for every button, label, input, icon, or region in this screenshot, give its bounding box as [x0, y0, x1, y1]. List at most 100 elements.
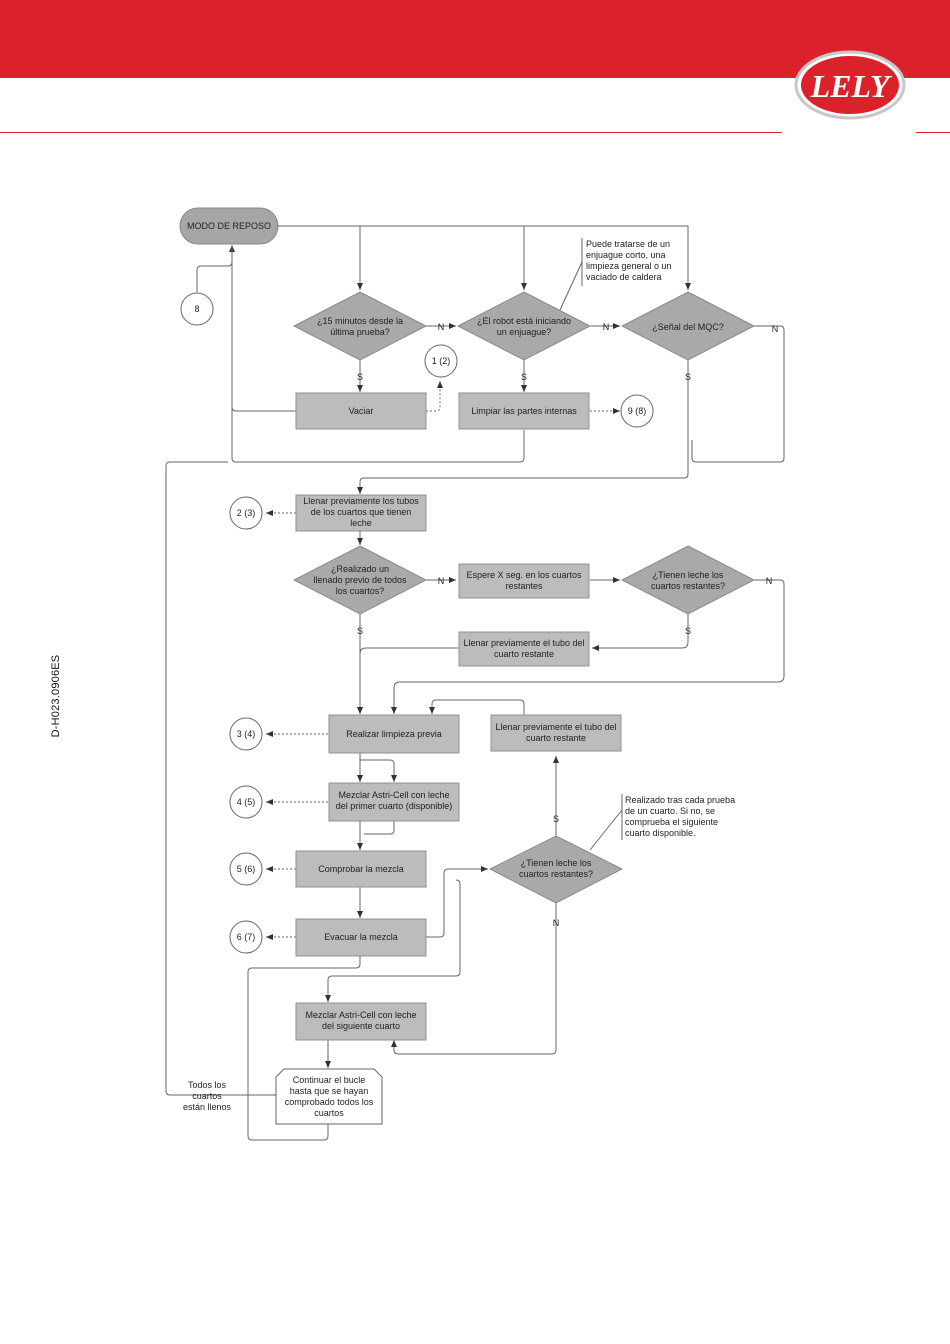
label-s-d5: S: [685, 626, 691, 636]
svg-text:cuartos restantes?: cuartos restantes?: [519, 869, 593, 879]
svg-text:de un cuarto. Si no, se: de un cuarto. Si no, se: [625, 806, 715, 816]
svg-text:Mezclar Astri-Cell con leche: Mezclar Astri-Cell con leche: [305, 1010, 416, 1020]
label-n-d4: N: [438, 576, 445, 586]
process-vaciar: Vaciar: [295, 392, 427, 430]
flow-lines: [165, 225, 785, 1141]
process-continuar-bucle: Continuar el bucle hasta que se hayan co…: [275, 1068, 383, 1125]
note-prueba: Realizado tras cada prueba de un cuarto.…: [621, 794, 735, 840]
svg-text:Continuar el bucle: Continuar el bucle: [293, 1075, 366, 1085]
lely-logo: LELY: [794, 50, 906, 120]
connector-1-2: 1 (2): [424, 344, 458, 378]
header-divider: [0, 132, 782, 133]
svg-text:Evacuar la mezcla: Evacuar la mezcla: [324, 932, 398, 942]
connector-3-4: 3 (4): [229, 717, 263, 751]
svg-text:comprobado todos los: comprobado todos los: [285, 1097, 374, 1107]
svg-text:6 (7): 6 (7): [237, 932, 256, 942]
connector-9-8: 9 (8): [620, 394, 654, 428]
svg-text:Vaciar: Vaciar: [349, 406, 374, 416]
logo-text: LELY: [810, 68, 892, 104]
process-limpiar-partes: Limpiar las partes internas: [458, 392, 590, 430]
svg-text:¿Realizado un: ¿Realizado un: [331, 564, 389, 574]
decision-cuartos-restantes-1: ¿Tienen leche los cuartos restantes?: [620, 545, 756, 615]
process-llenar-tubo-2: Llenar previamente el tubo del cuarto re…: [490, 714, 622, 752]
svg-text:limpieza general o un: limpieza general o un: [586, 261, 672, 271]
branch-labels: N N N S S S N N S S S N: [357, 322, 778, 928]
svg-text:leche: leche: [350, 518, 372, 528]
svg-text:Puede tratarse de un: Puede tratarse de un: [586, 239, 670, 249]
svg-text:4 (5): 4 (5): [237, 797, 256, 807]
svg-text:Llenar previamente los tubos: Llenar previamente los tubos: [303, 496, 419, 506]
svg-text:cuartos: cuartos: [314, 1108, 344, 1118]
process-llenar-tubo-1: Llenar previamente el tubo del cuarto re…: [458, 631, 590, 667]
svg-text:¿Señal del MQC?: ¿Señal del MQC?: [652, 322, 724, 332]
svg-text:Llenar previamente el tubo del: Llenar previamente el tubo del: [495, 722, 616, 732]
note-cuartos-llenos: Todos los cuartos están llenos: [183, 1080, 232, 1112]
label-s-d1: S: [357, 372, 363, 382]
label-n-d5: N: [766, 576, 773, 586]
label-s-d4: S: [357, 626, 363, 636]
svg-text:hasta que se hayan: hasta que se hayan: [290, 1086, 369, 1096]
decision-cuartos-restantes-2: ¿Tienen leche los cuartos restantes?: [488, 835, 624, 904]
svg-text:Todos los: Todos los: [188, 1080, 227, 1090]
label-s-d2: S: [521, 372, 527, 382]
svg-text:vaciado de caldera: vaciado de caldera: [586, 272, 662, 282]
svg-text:comprueba el siguiente: comprueba el siguiente: [625, 817, 718, 827]
svg-text:última prueba?: última prueba?: [330, 327, 390, 337]
svg-text:Limpiar las partes internas: Limpiar las partes internas: [471, 406, 577, 416]
process-evacuar: Evacuar la mezcla: [295, 918, 427, 957]
label-s-d6: S: [553, 814, 559, 824]
label-n-d2: N: [603, 322, 610, 332]
label-s-d3: S: [685, 372, 691, 382]
svg-text:del primer cuarto (disponible): del primer cuarto (disponible): [336, 801, 453, 811]
connector-5-6: 5 (6): [229, 852, 263, 886]
svg-text:restantes: restantes: [505, 581, 543, 591]
svg-text:cuarto restante: cuarto restante: [526, 733, 586, 743]
label-n-d6: N: [553, 918, 560, 928]
svg-text:un enjuague?: un enjuague?: [497, 327, 552, 337]
note-enjuague: Puede tratarse de un enjuague corto, una…: [581, 238, 672, 286]
decision-llenado-previo: ¿Realizado un llenado previo de todos lo…: [292, 545, 428, 615]
process-espere: Espere X seg. en los cuartos restantes: [458, 563, 590, 599]
svg-text:¿Tienen leche los: ¿Tienen leche los: [653, 570, 724, 580]
svg-text:están llenos: están llenos: [183, 1102, 232, 1112]
process-comprobar: Comprobar la mezcla: [295, 850, 427, 888]
svg-text:cuarto restante: cuarto restante: [494, 649, 554, 659]
svg-text:Realizado tras cada prueba: Realizado tras cada prueba: [625, 795, 735, 805]
connector-8: 8: [180, 292, 214, 326]
svg-text:Mezclar Astri-Cell con leche: Mezclar Astri-Cell con leche: [338, 790, 449, 800]
start-label: MODO DE REPOSO: [187, 221, 271, 231]
header-divider-right: [916, 132, 950, 133]
svg-text:¿Tienen leche los: ¿Tienen leche los: [521, 858, 592, 868]
header-bar: [0, 0, 950, 78]
decision-mqc: ¿Señal del MQC?: [620, 291, 756, 361]
process-limpieza-previa: Realizar limpieza previa: [328, 714, 460, 754]
connector-2-3: 2 (3): [229, 496, 263, 530]
svg-text:cuartos restantes?: cuartos restantes?: [651, 581, 725, 591]
svg-text:cuarto disponible.: cuarto disponible.: [625, 828, 696, 838]
svg-text:¿15 minutos desde la: ¿15 minutos desde la: [317, 316, 403, 326]
svg-text:cuartos: cuartos: [192, 1091, 222, 1101]
svg-text:llenado previo de todos: llenado previo de todos: [313, 575, 407, 585]
svg-text:3 (4): 3 (4): [237, 729, 256, 739]
svg-text:los cuartos?: los cuartos?: [336, 586, 385, 596]
svg-text:enjuague corto, una: enjuague corto, una: [586, 250, 666, 260]
svg-text:1 (2): 1 (2): [432, 356, 451, 366]
svg-text:Realizar limpieza previa: Realizar limpieza previa: [346, 729, 442, 739]
process-mezclar-primer: Mezclar Astri-Cell con leche del primer …: [328, 782, 460, 822]
process-mezclar-siguiente: Mezclar Astri-Cell con leche del siguien…: [295, 1002, 427, 1041]
svg-text:8: 8: [194, 304, 199, 314]
svg-text:9 (8): 9 (8): [628, 406, 647, 416]
svg-text:Llenar previamente el tubo del: Llenar previamente el tubo del: [463, 638, 584, 648]
decision-enjuague: ¿El robot está iniciando un enjuague?: [456, 291, 592, 361]
svg-text:5 (6): 5 (6): [237, 864, 256, 874]
svg-text:de los cuartos que tienen: de los cuartos que tienen: [311, 507, 412, 517]
decision-15-minutos: ¿15 minutos desde la última prueba?: [292, 291, 428, 361]
svg-text:Comprobar la mezcla: Comprobar la mezcla: [318, 864, 404, 874]
connector-6-7: 6 (7): [229, 920, 263, 954]
svg-text:¿El robot está iniciando: ¿El robot está iniciando: [477, 316, 571, 326]
connector-4-5: 4 (5): [229, 785, 263, 819]
start-terminator: MODO DE REPOSO: [179, 207, 279, 245]
svg-text:2 (3): 2 (3): [237, 508, 256, 518]
label-n-d1: N: [438, 322, 445, 332]
